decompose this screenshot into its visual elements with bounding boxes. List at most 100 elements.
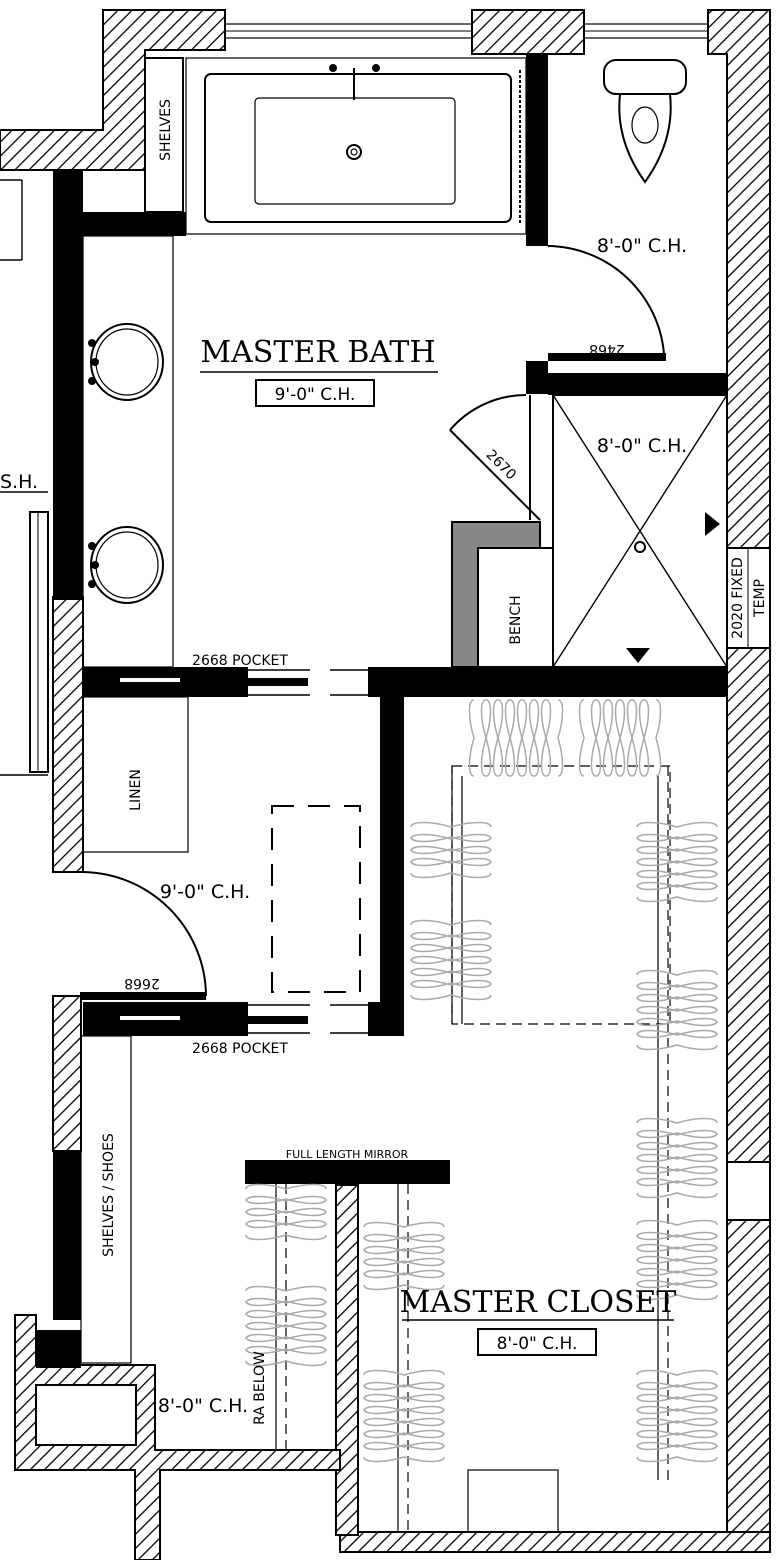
shoe-closet-ceiling: 8'-0" C.H.	[158, 1395, 248, 1417]
hanger-icon	[410, 955, 492, 977]
hanger-icon	[245, 1195, 327, 1217]
shelves: SHELVES	[144, 57, 184, 213]
hanger-icon	[636, 1381, 718, 1403]
hanger-icon	[636, 1429, 718, 1451]
hanger-icon	[410, 833, 492, 855]
hanger-icon	[636, 881, 718, 903]
hanger-icon	[636, 1369, 718, 1391]
hanger-icon	[363, 1381, 445, 1403]
pocket-door-top[interactable]: 2668 POCKET	[120, 653, 368, 696]
toilet-room-ceiling: 8'-0" C.H.	[597, 235, 687, 257]
hanger-icon	[363, 1441, 445, 1463]
hanger-icon	[410, 821, 492, 843]
hanger-icon	[636, 845, 718, 867]
hanger-icon	[636, 1231, 718, 1253]
hanger-icon	[636, 1153, 718, 1175]
hanger-icon	[363, 1369, 445, 1391]
hanger-icon	[636, 1029, 718, 1051]
bench: BENCH	[451, 521, 554, 668]
hanger-icon	[636, 1219, 718, 1241]
master-bath-name: MASTER BATH	[200, 335, 435, 370]
hall-ceiling: 9'-0" C.H.	[160, 881, 250, 903]
window-fixed-label: 2020 FIXED	[730, 557, 746, 638]
hanger-icon	[602, 699, 626, 777]
hanger-icon	[410, 967, 492, 989]
ottoman	[271, 805, 361, 993]
hanger-icon	[410, 979, 492, 1001]
hanger-icon	[245, 1321, 327, 1343]
hanger-icon	[636, 1255, 718, 1277]
hanger-icon	[578, 699, 602, 777]
hanger-icon	[636, 1279, 718, 1301]
left-window: S.H.	[0, 179, 49, 776]
hanger-icon	[245, 1297, 327, 1319]
hanger-icon	[636, 1405, 718, 1427]
toilet-door-label: 2468	[589, 341, 625, 357]
hanger-icon	[636, 1117, 718, 1139]
mirror-label: FULL LENGTH MIRROR	[286, 1148, 409, 1161]
hanger-icon	[410, 931, 492, 953]
hanger-icon	[636, 1005, 718, 1027]
sh-label: S.H.	[0, 471, 38, 493]
pocket-door-bottom[interactable]: 2668 POCKET	[120, 1004, 368, 1057]
window-temp-label: TEMP	[752, 579, 768, 618]
toilet	[603, 59, 687, 184]
hanger-icon	[363, 1393, 445, 1415]
hanger-icon	[636, 969, 718, 991]
ra-below-label: RA BELOW	[252, 1351, 268, 1425]
shower-door[interactable]: 2670	[449, 394, 541, 521]
hanger-icon	[410, 845, 492, 867]
hanger-icon	[636, 833, 718, 855]
hanger-icon	[636, 1441, 718, 1463]
master-bath-ceiling: 9'-0" C.H.	[275, 385, 356, 405]
pocket-top-label: 2668 POCKET	[192, 653, 288, 669]
hanger-icon	[363, 1221, 445, 1243]
hanger-icon	[363, 1269, 445, 1291]
hanger-icon	[363, 1233, 445, 1255]
hanger-icon	[516, 699, 540, 777]
shelves-shoes: SHELVES / SHOES	[80, 1035, 132, 1364]
hanger-icon	[245, 1333, 327, 1355]
master-closet-name: MASTER CLOSET	[400, 1285, 677, 1320]
vanity	[82, 235, 174, 668]
hanger-icon	[363, 1245, 445, 1267]
hanger-icon	[636, 1267, 718, 1289]
interior-walls	[36, 54, 727, 1368]
hanger-icon	[492, 699, 516, 777]
hanger-icon	[636, 1393, 718, 1415]
toilet-room-door[interactable]: 2468	[547, 245, 665, 357]
closet-rods	[275, 765, 671, 1533]
hanger-icon	[363, 1417, 445, 1439]
hanger-icon	[410, 857, 492, 879]
hanger-icon	[636, 869, 718, 891]
hanger-icon	[636, 1243, 718, 1265]
shelves-shoes-label: SHELVES / SHOES	[101, 1133, 117, 1257]
hanger-icon	[504, 699, 528, 777]
pocket-bottom-label: 2668 POCKET	[192, 1041, 288, 1057]
hanger-icon	[468, 699, 492, 777]
hanger-icon	[638, 699, 662, 777]
hanger-icon	[636, 857, 718, 879]
top-windows	[224, 23, 709, 39]
hanger-group	[245, 699, 718, 1463]
hanger-icon	[410, 919, 492, 941]
hanger-icon	[363, 1405, 445, 1427]
bathtub	[185, 57, 527, 235]
hanger-icon	[636, 981, 718, 1003]
hall-door[interactable]: 2668	[82, 871, 207, 997]
hanger-icon	[410, 943, 492, 965]
master-closet-title: MASTER CLOSET 8'-0" C.H.	[400, 1285, 677, 1356]
hanger-icon	[245, 1207, 327, 1229]
hanger-icon	[636, 993, 718, 1015]
hanger-icon	[636, 1165, 718, 1187]
hall-door-label: 2668	[124, 975, 160, 991]
hanger-icon	[636, 1177, 718, 1199]
hanger-icon	[480, 699, 504, 777]
hanger-icon	[636, 1141, 718, 1163]
hanger-icon	[245, 1309, 327, 1331]
shower	[552, 394, 728, 668]
right-lower-window	[726, 1161, 771, 1221]
hanger-icon	[590, 699, 614, 777]
hanger-icon	[528, 699, 552, 777]
hanger-icon	[626, 699, 650, 777]
